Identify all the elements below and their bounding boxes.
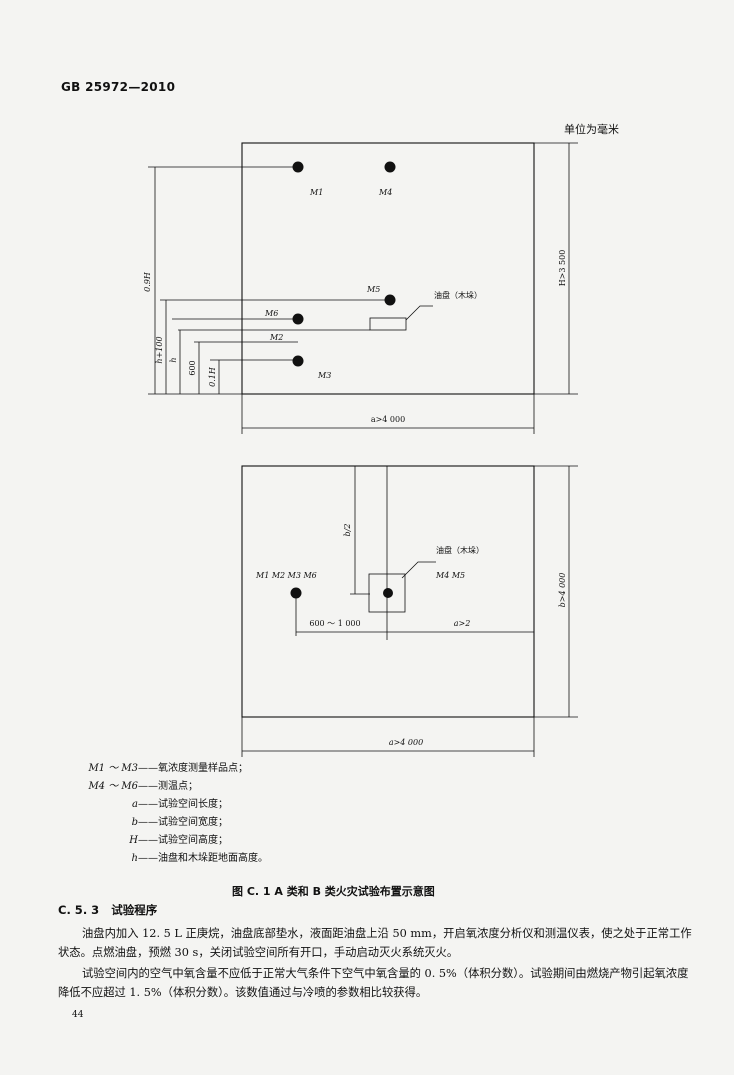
label-m1: M1	[309, 188, 323, 197]
legend-symbol: M4 ～ M6	[88, 781, 138, 792]
legend-text: 测温点；	[158, 781, 198, 792]
oil-pan-plan-label: 油盘（木垛）	[436, 545, 484, 555]
paragraph-procedure: 油盘内加入 12. 5 L 正庚烷，油盘底部垫水，液面距油盘上沿 50 mm，开…	[58, 927, 692, 959]
legend-row: H——试验空间高度；	[86, 832, 268, 850]
label-m4: M4	[378, 188, 392, 197]
label-m3: M3	[317, 371, 331, 380]
standard-number: GB 25972—2010	[61, 80, 176, 94]
point-m3	[292, 355, 304, 367]
dim-a-label: a>4 000	[371, 415, 405, 424]
point-m5	[384, 294, 396, 306]
unit-note: 单位为毫米	[564, 123, 619, 136]
legend-row: M4 ～ M6——测温点；	[86, 778, 268, 796]
legend-dash: ——	[138, 763, 158, 774]
label-m1-m2-m3-m6: M1 M2 M3 M6	[255, 571, 317, 580]
legend-text: 油盘和木垛距地面高度。	[158, 853, 268, 864]
plan-view: b/2 油盘（木垛） M4 M5 M1 M2 M3 M6 600 ～ 1 000…	[241, 465, 578, 757]
test-layout-figure: H>3 500 0.9H h+100 h 600 0.1H M1 M4 M5 M…	[143, 142, 578, 757]
legend-text: 氧浓度测量样品点；	[158, 763, 248, 774]
oil-pan-plan-leader	[401, 561, 436, 579]
elevation-room-outline	[241, 142, 535, 395]
section-number: C. 5. 3	[58, 903, 100, 917]
legend-symbol: H	[129, 835, 138, 846]
legend-text: 试验空间长度；	[158, 799, 228, 810]
legend-symbol: a	[132, 799, 138, 810]
oil-pan-leader	[405, 305, 433, 321]
legend-dash: ——	[138, 835, 158, 846]
point-m4	[384, 161, 396, 173]
dim-a2-label: a>2	[454, 619, 471, 628]
dim-a-plan-label: a>4 000	[389, 738, 423, 747]
dim-01h-label: 0.1H	[208, 366, 217, 387]
label-m6: M6	[264, 309, 278, 318]
dim-h-label: h	[169, 357, 178, 362]
dim-h100-label: h+100	[155, 336, 164, 363]
legend-row: h——油盘和木垛距地面高度。	[86, 850, 268, 868]
point-m1-m2-m3-m6	[290, 587, 302, 599]
legend-dash: ——	[138, 853, 158, 864]
plan-room-outline	[241, 465, 535, 718]
legend-text: 试验空间高度；	[158, 835, 228, 846]
label-m4-m5: M4 M5	[435, 571, 465, 580]
paragraph-oxygen: 试验空间内的空气中氧含量不应低于正常大气条件下空气中氧含量的 0. 5%（体积分…	[58, 967, 689, 999]
page-number: 44	[72, 1010, 84, 1020]
legend-text: 试验空间宽度；	[158, 817, 228, 828]
dim-b2-label: b/2	[343, 524, 352, 537]
label-m2: M2	[269, 333, 283, 342]
dim-09h-label: 0.9H	[143, 271, 152, 292]
elevation-view: H>3 500 0.9H h+100 h 600 0.1H M1 M4 M5 M…	[143, 142, 578, 434]
legend-dash: ——	[138, 817, 158, 828]
legend-dash: ——	[138, 781, 158, 792]
legend-row: b——试验空间宽度；	[86, 814, 268, 832]
point-m1	[292, 161, 304, 173]
point-m6-m2	[292, 313, 304, 325]
legend-symbol: h	[131, 853, 138, 864]
legend-symbol: M1 ～ M3	[88, 763, 138, 774]
figure-caption: 图 C. 1 A 类和 B 类火灾试验布置示意图	[232, 885, 435, 898]
legend-row: a——试验空间长度；	[86, 796, 268, 814]
section-heading: C. 5. 3 试验程序	[58, 902, 157, 918]
figure-legend: M1 ～ M3——氧浓度测量样品点； M4 ～ M6——测温点； a——试验空间…	[86, 760, 268, 868]
legend-dash: ——	[138, 799, 158, 810]
legend-row: M1 ～ M3——氧浓度测量样品点；	[86, 760, 268, 778]
section-title: 试验程序	[111, 903, 158, 917]
dim-H-label: H>3 500	[558, 250, 567, 287]
dim-range-label: 600 ～ 1 000	[309, 619, 360, 628]
label-m5: M5	[366, 285, 380, 294]
legend-symbol: b	[131, 817, 138, 828]
dim-b-label: b>4 000	[558, 573, 567, 608]
point-m4-m5-plan	[383, 588, 393, 598]
oil-pan-label: 油盘（木垛）	[434, 290, 482, 300]
oil-pan-elevation	[369, 317, 407, 331]
dim-600-label: 600	[188, 360, 197, 375]
